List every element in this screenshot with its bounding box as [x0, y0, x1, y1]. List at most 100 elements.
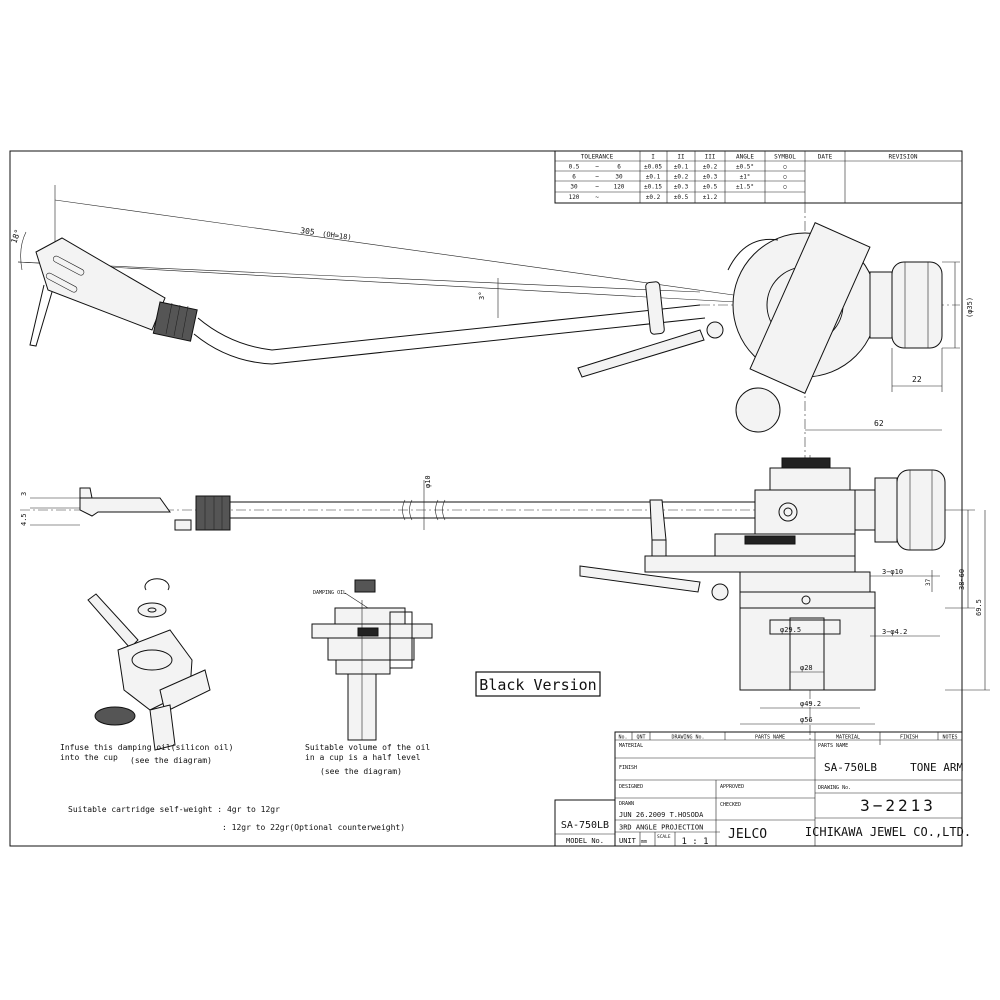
- height-range-dim: 38~60: [958, 569, 966, 590]
- projection-label: 3RD ANGLE PROJECTION: [619, 824, 703, 832]
- title-header-notes: NOTES: [942, 735, 957, 741]
- counterweight-width-dim: 22: [912, 375, 922, 384]
- diameter-3-dim: φ49.2: [800, 700, 821, 708]
- title-header-finish: FINISH: [900, 735, 918, 741]
- tolerance-cell-symbol: ○: [783, 184, 787, 191]
- tolerance-cell-v1: ±0.2: [646, 194, 661, 201]
- material-label: MATERIAL: [619, 743, 643, 749]
- tolerance-cell-angle: ±1.5°: [736, 184, 754, 191]
- damping-oil-illustration: [87, 578, 211, 751]
- connector-side: [195, 495, 231, 531]
- tolerance-table: TOLERANCE I II III ANGLE SYMBOL DATE REV…: [554, 150, 963, 204]
- pivot-offset-dim: 62: [874, 419, 884, 428]
- side-gap-dim: 4.5: [20, 513, 28, 526]
- counterweight: [891, 261, 943, 349]
- total-height-dim: 69.5: [975, 599, 983, 616]
- lift-lever-side: [579, 565, 701, 593]
- tolerance-cell-from: 0.5: [569, 164, 580, 171]
- version-badge-text: Black Version: [479, 676, 596, 694]
- offset-angle-dim: 18°: [9, 228, 22, 245]
- oil-instruction-line-1: Infuse this damping oil(silicon oil): [60, 743, 233, 752]
- tolerance-cell-angle: ±0.5°: [736, 164, 754, 171]
- rotation-arrow-icon: [144, 578, 170, 591]
- oil-level-line-1: Suitable volume of the oil: [305, 743, 430, 752]
- tolerance-header-symbol: SYMBOL: [774, 154, 796, 161]
- counterweight-diameter-dim: (φ35): [966, 297, 974, 318]
- drawn-date: JUN 26.2009 T.HOSODA: [619, 811, 704, 819]
- side-top-dim: 3: [20, 492, 28, 496]
- model-number-value: SA-750LB: [561, 820, 609, 831]
- tolerance-cell-sep: ~: [595, 174, 599, 181]
- scale-value: 1 : 1: [681, 837, 708, 847]
- finger-lift: [29, 284, 53, 347]
- oil-level-line-2: in a cup is a half level: [305, 753, 421, 762]
- effective-length-dim: 305: [300, 226, 316, 237]
- tolerance-cell-from: 6: [572, 174, 576, 181]
- tolerance-header-class3: III: [705, 154, 716, 161]
- tolerance-cell-v2: ±0.5: [674, 194, 689, 201]
- tolerance-cell-v3: ±1.2: [703, 194, 718, 201]
- tolerance-cell-v2: ±0.1: [674, 164, 689, 171]
- checked-label: CHECKED: [720, 802, 741, 808]
- tolerance-cell-sep: ~: [595, 184, 599, 191]
- parts-name-label: PARTS NAME: [818, 743, 848, 749]
- parts-name-value: SA-750LB TONE ARM: [824, 761, 963, 774]
- damping-oil-label: DAMPING OIL: [313, 590, 346, 596]
- model-number-label: MODEL No.: [566, 837, 604, 845]
- tolerance-header-class2: II: [677, 154, 685, 161]
- model-number-box: SA-750LB MODEL No.: [554, 799, 616, 847]
- approved-label: APPROVED: [720, 784, 744, 790]
- unit-label: UNIT: [619, 837, 637, 845]
- tolerance-header-label: TOLERANCE: [581, 154, 614, 161]
- scale-label: SCALE: [657, 834, 671, 840]
- overhang-note: (OH=18): [322, 230, 352, 242]
- arm-clip: [645, 281, 665, 335]
- brand-name: JELCO: [728, 827, 767, 842]
- finish-label: FINISH: [619, 765, 637, 771]
- company-name: ICHIKAWA JEWEL CO.,LTD.: [805, 825, 971, 839]
- tolerance-rows: 0.5~6±0.05±0.1±0.2±0.5°○6~30±0.1±0.2±0.3…: [569, 164, 788, 202]
- cartridge-weight-line-2: : 12gr to 22gr(Optional counterweight): [222, 823, 405, 832]
- tolerance-cell-sep: ~: [595, 164, 599, 171]
- tolerance-header-angle: ANGLE: [736, 154, 754, 161]
- arm-tube-top: [197, 304, 701, 351]
- tolerance-cell-angle: ±1°: [740, 174, 751, 181]
- title-header-drawing-no: DRAWING No.: [671, 735, 704, 741]
- designed-label: DESIGNED: [619, 784, 643, 790]
- headshell: [35, 237, 166, 331]
- title-block: No. QNT DRAWING No. PARTS NAME MATERIAL …: [614, 731, 971, 847]
- oil-bottle: [87, 593, 139, 649]
- tolerance-cell-v2: ±0.2: [674, 174, 689, 181]
- tolerance-cell-symbol: ○: [783, 164, 787, 171]
- drawing-frame: [9, 150, 963, 847]
- tolerance-cell-v3: ±0.5: [703, 184, 718, 191]
- lift-lever: [577, 329, 705, 378]
- title-header-material: MATERIAL: [836, 735, 860, 741]
- counterweight-side: [896, 469, 946, 551]
- tilt-angle-dim: 3°: [478, 292, 486, 300]
- diameter-2-dim: φ28: [800, 664, 813, 672]
- arm-rest: [649, 499, 667, 541]
- tolerance-header-date: DATE: [818, 154, 833, 161]
- arm-diameter-dim: φ10: [424, 475, 432, 488]
- holes-bottom-dim: 3−φ4.2: [882, 628, 907, 636]
- title-header-no: No.: [618, 735, 627, 741]
- mounting-base: [739, 591, 876, 609]
- oil-instruction-line-3: (see the diagram): [130, 756, 212, 765]
- tolerance-cell-v1: ±0.15: [644, 184, 662, 191]
- version-badge-box: [475, 671, 601, 697]
- unit-value: mm: [641, 839, 647, 845]
- drawing-number: 3−2213: [860, 796, 936, 815]
- cross-section-view: DAMPING OIL: [311, 579, 433, 741]
- bearing-housing: [749, 222, 871, 394]
- diameter-1-dim: φ29.5: [780, 626, 801, 634]
- damper-knob: [94, 706, 136, 726]
- bearing-cap: [781, 457, 831, 469]
- tolerance-header-revision: REVISION: [889, 154, 918, 161]
- tolerance-cell-v3: ±0.2: [703, 164, 718, 171]
- tolerance-cell-from: 30: [570, 184, 578, 191]
- tolerance-cell-from: 120: [569, 194, 580, 201]
- tolerance-cell-to: 30: [615, 174, 623, 181]
- tolerance-cell-sep: ~: [595, 194, 599, 201]
